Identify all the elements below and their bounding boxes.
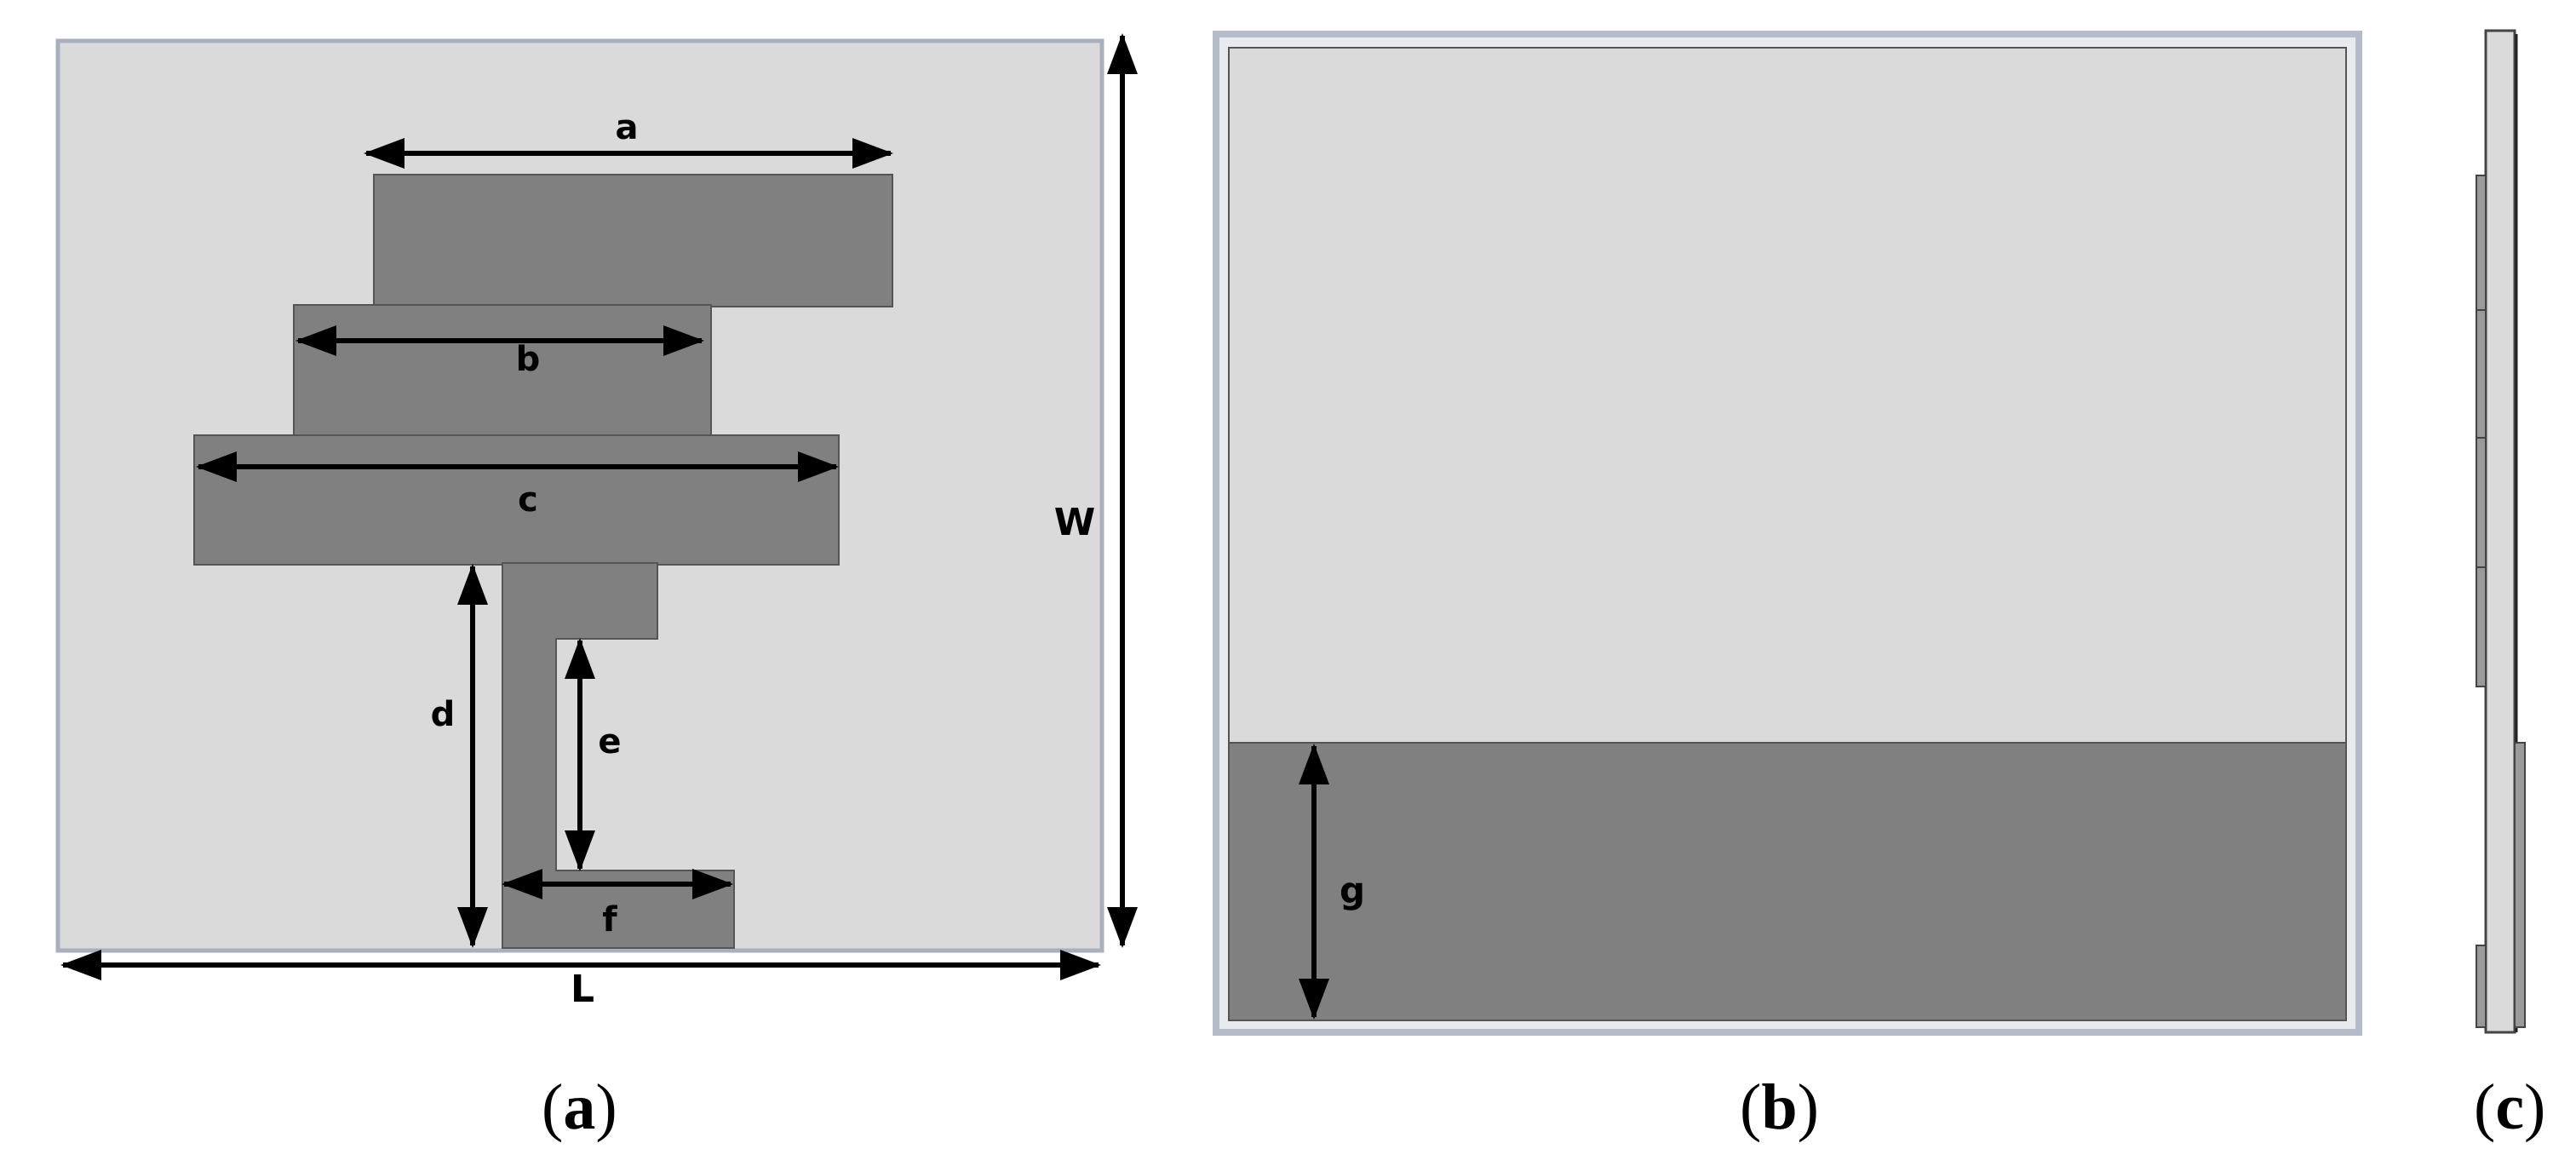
dimension-d-label: d <box>431 695 456 734</box>
dimension-c-label: c <box>518 480 538 520</box>
patch-top-rect <box>373 174 893 307</box>
dimension-g-label: g <box>1340 870 1365 911</box>
dimension-e-label: e <box>598 722 621 761</box>
side-top-copper <box>2476 175 2487 311</box>
dimension-l-label: L <box>571 968 594 1011</box>
side-top-feed <box>2476 945 2487 1028</box>
side-substrate <box>2484 29 2516 1034</box>
dimension-w-label: W <box>1054 501 1096 544</box>
ground-plane <box>1228 742 2347 1021</box>
dimension-a-label: a <box>616 108 639 147</box>
side-ground-copper <box>2514 742 2526 1028</box>
panel-a-front-view: a b c d e f W L <box>55 33 1138 1011</box>
patch-middle-rect <box>293 304 712 438</box>
panel-c-side-view <box>2476 29 2526 1034</box>
caption-c: (c) <box>2474 1071 2546 1143</box>
side-top-copper-2 <box>2476 309 2487 439</box>
side-top-copper-3 <box>2476 437 2487 568</box>
substrate-back <box>1228 47 2347 744</box>
caption-a: (a) <box>542 1071 617 1143</box>
dimension-b-label: b <box>516 340 541 379</box>
panel-b-back-view: g <box>1213 31 2362 1036</box>
dimension-f-label: f <box>602 900 617 939</box>
patch-bottom-rect <box>193 434 840 566</box>
caption-b: (b) <box>1740 1071 1819 1143</box>
side-top-copper-4 <box>2476 566 2487 687</box>
